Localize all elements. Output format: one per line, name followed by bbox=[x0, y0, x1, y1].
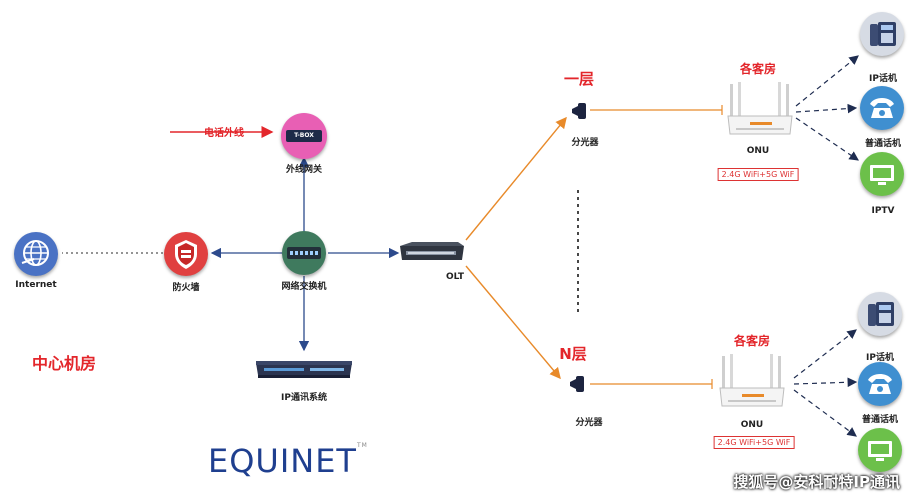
iptv-node-1[interactable] bbox=[860, 152, 904, 196]
rack-server-icon bbox=[256, 361, 352, 378]
regular-phone-label-n: 普通话机 bbox=[861, 415, 899, 425]
olt-to-splitter-n-line bbox=[465, 265, 561, 380]
guest-rooms-title-n: 各客房 bbox=[733, 334, 771, 348]
switch-label: 网络交换机 bbox=[281, 282, 327, 292]
ip-phone-icon bbox=[870, 22, 896, 46]
onu-1-device[interactable] bbox=[724, 80, 796, 136]
regular-phone-node-n[interactable] bbox=[858, 362, 902, 406]
onu-n-to-ip-phone-line bbox=[793, 329, 857, 379]
onu-1-to-regular-phone-line bbox=[795, 103, 858, 114]
ip-system-label: IP通讯系统 bbox=[281, 393, 327, 403]
center-room-label: 中心机房 bbox=[31, 354, 97, 373]
regular-phone-node-1[interactable] bbox=[860, 86, 904, 130]
splitter-icon bbox=[570, 376, 584, 392]
internet-node[interactable] bbox=[14, 232, 58, 276]
onu-n-to-iptv-line bbox=[793, 389, 857, 437]
switch-device-icon bbox=[287, 247, 321, 259]
onu-n-to-regular-phone-line bbox=[793, 377, 858, 388]
iptv-node-n[interactable] bbox=[858, 428, 902, 472]
ip-system-device[interactable] bbox=[254, 357, 354, 381]
onu-n-device[interactable] bbox=[716, 352, 788, 408]
source-watermark: 搜狐号@安科耐特IP通讯 bbox=[733, 473, 900, 491]
ip-phone-icon bbox=[868, 302, 894, 326]
regular-phone-label-1: 普通话机 bbox=[864, 139, 902, 149]
splitter-n-node[interactable] bbox=[566, 373, 588, 395]
splitter-n-label: 分光器 bbox=[575, 418, 603, 428]
onu-n-label: ONU bbox=[740, 420, 764, 430]
olt-device[interactable] bbox=[398, 240, 466, 266]
telephone-icon bbox=[868, 374, 892, 394]
shield-icon bbox=[175, 240, 197, 269]
logo-trademark: TM bbox=[356, 442, 368, 449]
splitter-1-label: 分光器 bbox=[571, 138, 599, 148]
ip-phone-label-1: IP话机 bbox=[869, 74, 897, 84]
wifi-badge-n: 2.4G WiFi+5G WiF bbox=[713, 436, 795, 449]
globe-icon bbox=[21, 240, 49, 266]
gateway-label: 外线网关 bbox=[285, 165, 323, 175]
switch-node[interactable] bbox=[282, 231, 326, 275]
floor-1-title: 一层 bbox=[563, 70, 595, 88]
onu-1-to-iptv-line bbox=[795, 117, 859, 161]
router-icon bbox=[727, 82, 793, 135]
olt-chassis-icon bbox=[400, 242, 464, 260]
logo-text: EQUINET bbox=[208, 442, 357, 480]
telephone-icon bbox=[870, 98, 894, 118]
tbox-device-icon: T-BOX bbox=[286, 130, 322, 142]
splitter-1-node[interactable] bbox=[568, 100, 590, 122]
ip-phone-label-n: IP话机 bbox=[866, 353, 894, 363]
gateway-node[interactable]: T-BOX bbox=[281, 113, 327, 159]
internet-label: Internet bbox=[15, 280, 57, 290]
ip-phone-node-n[interactable] bbox=[858, 292, 902, 336]
equinet-logo: EQUINETTM bbox=[208, 442, 368, 480]
guest-rooms-title-1: 各客房 bbox=[739, 62, 777, 76]
onu-1-label: ONU bbox=[746, 146, 770, 156]
tbox-label: T-BOX bbox=[294, 132, 314, 139]
splitter-icon bbox=[572, 103, 586, 119]
ip-phone-node-1[interactable] bbox=[860, 12, 904, 56]
floor-n-title: N层 bbox=[559, 345, 587, 363]
tv-icon bbox=[868, 441, 892, 461]
firewall-node[interactable] bbox=[164, 232, 208, 276]
olt-to-splitter-1-line bbox=[465, 116, 567, 241]
phone-line-label: 电话外线 bbox=[204, 128, 244, 139]
onu-1-to-ip-phone-line bbox=[795, 55, 859, 107]
tv-icon bbox=[870, 165, 894, 185]
iptv-label-1: IPTV bbox=[871, 206, 895, 216]
firewall-label: 防火墙 bbox=[172, 283, 200, 293]
wifi-badge-1: 2.4G WiFi+5G WiF bbox=[717, 168, 799, 181]
olt-label: OLT bbox=[445, 272, 465, 282]
router-icon bbox=[719, 354, 785, 407]
